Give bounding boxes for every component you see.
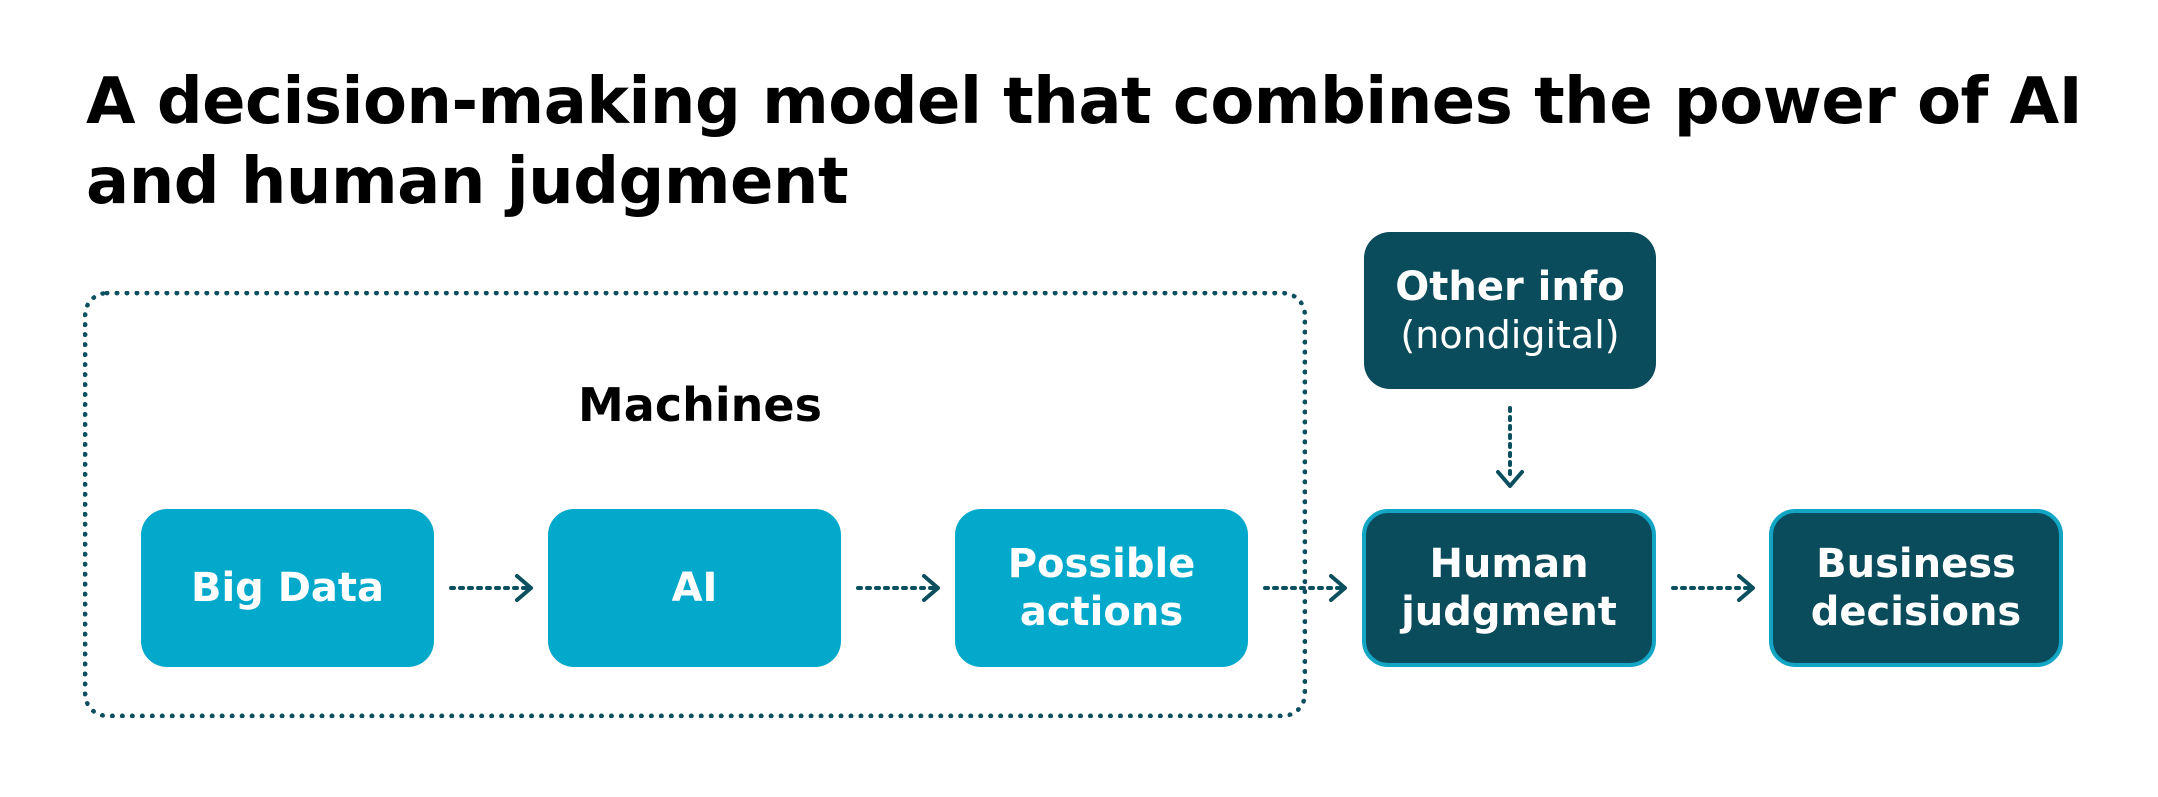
node-human-judgment: Human judgment bbox=[1362, 509, 1656, 667]
node-business-decisions-label-line1: Business bbox=[1816, 541, 2016, 587]
machines-group-label: Machines bbox=[578, 378, 822, 432]
arrow-possible-actions-to-human-judgment bbox=[1263, 574, 1347, 602]
node-big-data-label: Big Data bbox=[190, 565, 385, 611]
arrow-other-info-to-human-judgment bbox=[1496, 406, 1524, 488]
node-business-decisions: Business decisions bbox=[1769, 509, 2063, 667]
node-possible-actions: Possible actions bbox=[955, 509, 1248, 667]
node-human-judgment-label-line2: judgment bbox=[1401, 589, 1617, 635]
arrow-ai-to-possible-actions bbox=[856, 574, 940, 602]
node-other-info-label-line2: (nondigital) bbox=[1400, 312, 1620, 357]
machines-group-boundary bbox=[83, 291, 1307, 718]
arrow-human-judgment-to-business-decisions bbox=[1671, 574, 1755, 602]
node-possible-actions-label-line2: actions bbox=[1019, 589, 1184, 635]
node-other-info-label-line1: Other info bbox=[1395, 263, 1625, 310]
node-possible-actions-label-line1: Possible bbox=[1007, 541, 1196, 587]
node-ai-label: AI bbox=[671, 565, 718, 611]
node-big-data: Big Data bbox=[141, 509, 434, 667]
node-other-info: Other info (nondigital) bbox=[1364, 232, 1656, 389]
arrow-big-data-to-ai bbox=[449, 574, 533, 602]
node-ai: AI bbox=[548, 509, 841, 667]
diagram-title: A decision-making model that combines th… bbox=[86, 65, 2083, 219]
node-business-decisions-label-line2: decisions bbox=[1810, 589, 2022, 635]
node-human-judgment-label-line1: Human bbox=[1429, 541, 1589, 587]
